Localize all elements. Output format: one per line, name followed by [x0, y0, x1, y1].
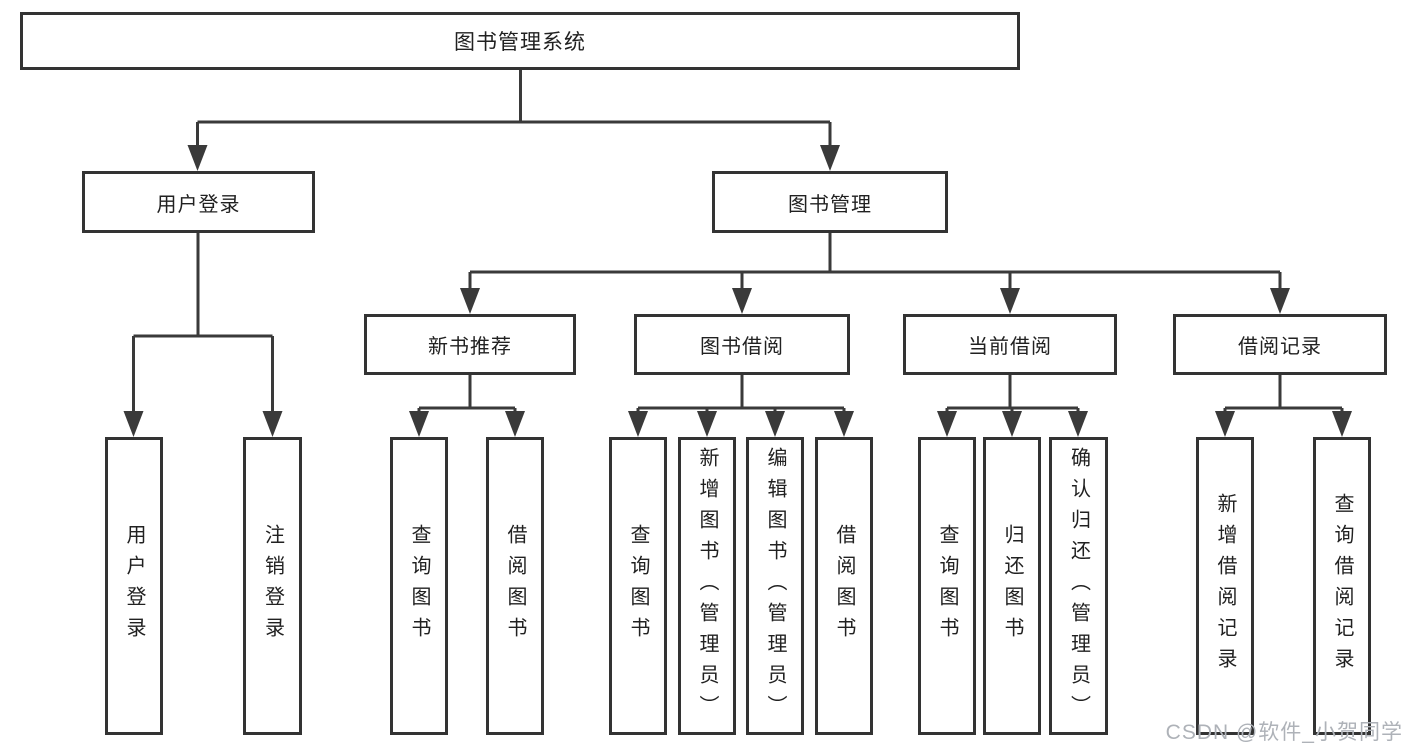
subbranch-node-label: 图书借阅: [700, 336, 784, 358]
leaf-node-confirm-return-admin: 确认归还（管理员）: [1049, 437, 1108, 735]
leaf-node-label: 查询借阅记录: [1331, 493, 1353, 679]
subbranch-node-borrow-records: 借阅记录: [1173, 314, 1387, 375]
leaf-node-add-books-admin: 新增图书（管理员）: [678, 437, 736, 735]
root-node-label: 图书管理系统: [454, 31, 586, 54]
subbranch-node-new-book-recommend: 新书推荐: [364, 314, 576, 375]
leaf-node-borrow-books-1: 借阅图书: [486, 437, 544, 735]
leaf-node-query-books-2: 查询图书: [609, 437, 667, 735]
branch-node-label: 图书管理: [788, 193, 872, 216]
subbranch-node-label: 新书推荐: [428, 336, 512, 358]
arrowheads: [123, 145, 1352, 437]
leaf-node-label: 借阅图书: [504, 524, 526, 648]
root-node: 图书管理系统: [20, 12, 1020, 70]
leaf-node-query-borrow-record: 查询借阅记录: [1313, 437, 1371, 735]
leaf-node-label: 新增图书（管理员）: [696, 446, 718, 726]
leaf-node-user-login: 用户登录: [105, 437, 163, 735]
leaf-node-label: 借阅图书: [833, 524, 855, 648]
branch-node-user-login: 用户登录: [82, 171, 315, 233]
leaf-node-label: 查询图书: [627, 524, 649, 648]
subbranch-node-label: 当前借阅: [968, 336, 1052, 358]
subbranch-node-book-borrow: 图书借阅: [634, 314, 850, 375]
leaf-node-edit-books-admin: 编辑图书（管理员）: [746, 437, 804, 735]
leaf-node-label: 查询图书: [408, 524, 430, 648]
leaf-node-label: 确认归还（管理员）: [1067, 446, 1090, 726]
leaf-node-label: 编辑图书（管理员）: [764, 446, 786, 726]
csdn-watermark: CSDN @软件_小贺同学: [1165, 721, 1403, 744]
leaf-node-label: 归还图书: [1001, 524, 1023, 648]
branch-node-book-management: 图书管理: [712, 171, 948, 233]
leaf-node-query-books-3: 查询图书: [918, 437, 976, 735]
branch-node-label: 用户登录: [156, 193, 241, 216]
leaf-node-label: 注销登录: [261, 524, 284, 648]
leaf-node-add-borrow-record: 新增借阅记录: [1196, 437, 1254, 735]
leaf-node-return-books: 归还图书: [983, 437, 1041, 735]
connector-edges: [132, 70, 1344, 420]
leaf-node-query-books-1: 查询图书: [390, 437, 448, 735]
leaf-node-label: 用户登录: [123, 524, 145, 648]
leaf-node-logout: 注销登录: [243, 437, 302, 735]
leaf-node-borrow-books-2: 借阅图书: [815, 437, 873, 735]
leaf-node-label: 查询图书: [936, 524, 958, 648]
leaf-node-label: 新增借阅记录: [1214, 493, 1236, 679]
subbranch-node-label: 借阅记录: [1238, 336, 1322, 358]
subbranch-node-current-borrow: 当前借阅: [903, 314, 1117, 375]
